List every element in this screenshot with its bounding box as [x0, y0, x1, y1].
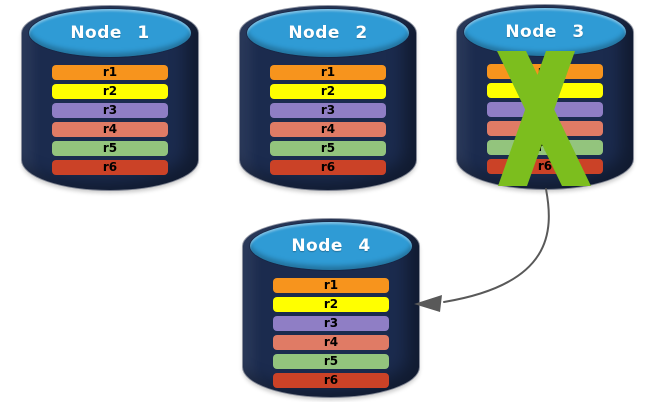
row-r3: r3	[487, 102, 603, 117]
row-r6: r6	[273, 373, 389, 388]
row-r4: r4	[52, 122, 168, 137]
row-r5: r5	[270, 141, 386, 156]
row-r5: r5	[487, 140, 603, 155]
db-cylinder-top: Node 3	[464, 8, 626, 56]
node-title: Node 3	[505, 22, 585, 42]
node-2: Node 2 r1 r2 r3 r4 r5 r6	[240, 6, 416, 190]
curved-arrow-icon	[414, 188, 550, 312]
row-r3: r3	[273, 316, 389, 331]
node-1: Node 1 r1 r2 r3 r4 r5 r6	[22, 6, 198, 190]
row-r5: r5	[52, 141, 168, 156]
row-r2: r2	[273, 297, 389, 312]
row-stack: r1 r2 r3 r4 r5 r6	[487, 64, 603, 174]
row-r1: r1	[273, 278, 389, 293]
db-cylinder-top: Node 2	[247, 9, 409, 57]
node-4: Node 4 r1 r2 r3 r4 r5 r6	[243, 219, 419, 397]
row-r6: r6	[270, 160, 386, 175]
row-r2: r2	[270, 84, 386, 99]
row-r2: r2	[487, 83, 603, 98]
row-r1: r1	[270, 65, 386, 80]
node-title: Node 2	[288, 23, 368, 43]
row-r5: r5	[273, 354, 389, 369]
node-title: Node 1	[70, 23, 150, 43]
node-title: Node 4	[291, 236, 371, 256]
row-stack: r1 r2 r3 r4 r5 r6	[273, 278, 389, 388]
row-r4: r4	[270, 122, 386, 137]
db-cylinder-top: Node 4	[250, 222, 412, 270]
row-r6: r6	[52, 160, 168, 175]
row-r6: r6	[487, 159, 603, 174]
row-stack: r1 r2 r3 r4 r5 r6	[52, 65, 168, 175]
row-r1: r1	[52, 65, 168, 80]
row-r4: r4	[273, 335, 389, 350]
db-cylinder-top: Node 1	[29, 9, 191, 57]
row-r4: r4	[487, 121, 603, 136]
arrow-line	[443, 188, 550, 303]
row-r2: r2	[52, 84, 168, 99]
row-stack: r1 r2 r3 r4 r5 r6	[270, 65, 386, 175]
row-r3: r3	[52, 103, 168, 118]
node-3: Node 3 r1 r2 r3 r4 r5 r6	[457, 5, 633, 189]
row-r3: r3	[270, 103, 386, 118]
row-r1: r1	[487, 64, 603, 79]
